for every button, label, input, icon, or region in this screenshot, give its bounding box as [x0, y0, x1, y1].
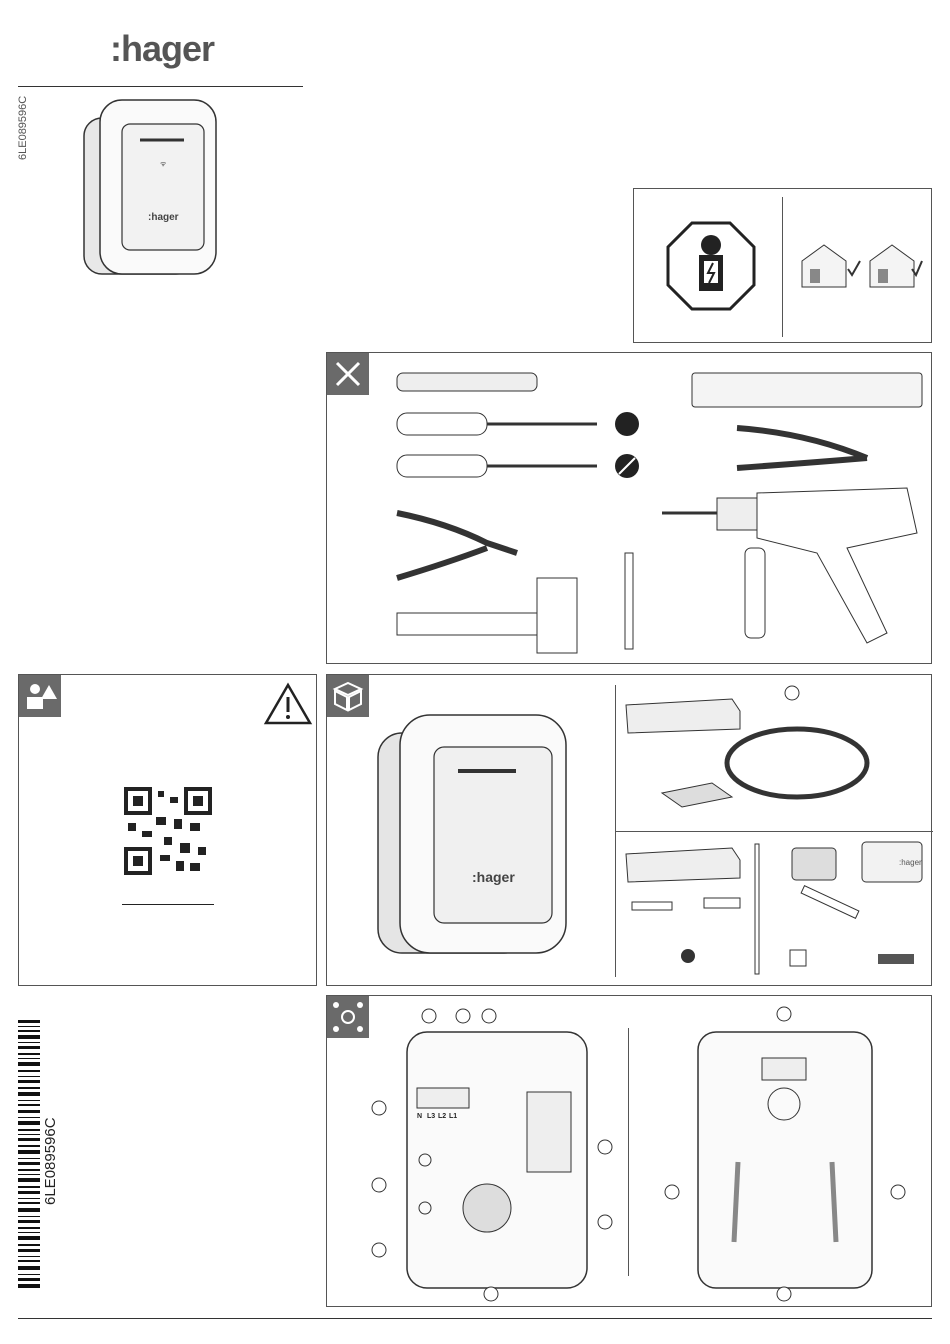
tools-panel: [326, 352, 932, 664]
safety-panel: [18, 674, 317, 986]
terminal-label-l1: L1: [449, 1113, 457, 1120]
product-logo: :hager: [148, 212, 179, 223]
document-reference: 6LE089596C: [17, 96, 29, 160]
terminal-label-n: N: [417, 1113, 422, 1120]
installer-panel: [633, 188, 932, 343]
terminal-label-l2: L2: [438, 1113, 446, 1120]
header-divider: [18, 86, 303, 87]
hager-logo: :hager: [110, 28, 214, 70]
internal-wiring-diagram: [367, 1002, 617, 1302]
warning-triangle-icon: [264, 683, 312, 725]
installer-divider: [782, 197, 783, 337]
read-instructions-warning-icon: [19, 675, 61, 717]
contents-panel: :hager :hager: [326, 674, 932, 986]
overview-panel: N L3 L2 L1: [326, 995, 932, 1307]
charger-large-logo: :hager: [472, 869, 515, 885]
back-plate-diagram: [662, 1002, 907, 1302]
connection-overview-icon: [327, 996, 369, 1038]
cable-and-box-image: [622, 683, 922, 829]
qr-code-icon[interactable]: [124, 787, 212, 875]
qr-underline: [122, 904, 214, 905]
overview-divider: [628, 1028, 629, 1276]
tools-icon: [327, 353, 369, 395]
terminal-label-l3: L3: [427, 1113, 435, 1120]
qualified-electrician-icon: [666, 221, 756, 311]
charger-large-image: [372, 709, 572, 959]
tools-illustration: [387, 363, 927, 659]
svg-text:ᯤ: ᯤ: [160, 160, 167, 168]
indoor-outdoor-houses-icon: [794, 239, 924, 299]
box-contents-icon: [327, 675, 369, 717]
footer-divider: [18, 1318, 932, 1319]
barcode-label: 6LE089596C: [42, 1117, 59, 1205]
charger-product-image: ᯤ: [80, 96, 220, 280]
accessories-image: [622, 840, 927, 980]
card-logo: :hager: [899, 858, 922, 867]
torx-bit-icon: [615, 412, 639, 436]
barcode: [18, 1020, 40, 1288]
contents-divider-horizontal: [615, 831, 933, 832]
